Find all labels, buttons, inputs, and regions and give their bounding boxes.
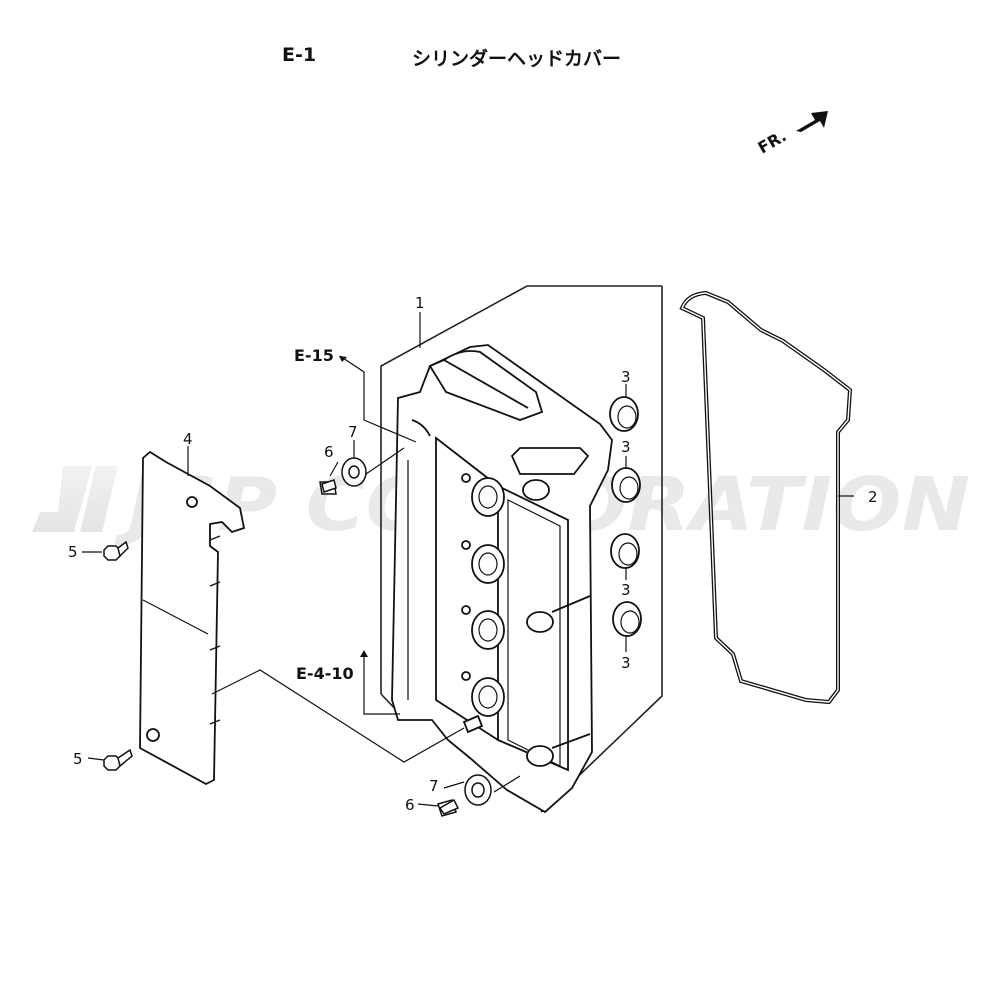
cover-gasket-groove <box>507 499 561 767</box>
front-direction-marker: FR. <box>755 111 828 157</box>
cover-breather-boss <box>510 447 590 475</box>
callout-7: 7 <box>429 777 439 795</box>
side-cover-fold <box>142 599 209 635</box>
callout-7: 7 <box>348 423 358 441</box>
cover-strut <box>551 733 591 749</box>
leader-lines <box>82 312 854 807</box>
bolt-6-upper <box>319 479 337 495</box>
spark-plug-hole <box>471 677 505 717</box>
callout-4: 4 <box>183 430 193 448</box>
front-arrow-icon <box>796 111 828 132</box>
watermark-logo-mark <box>32 466 92 532</box>
bolt-boss <box>461 473 471 483</box>
side-cover <box>139 450 246 786</box>
frame-edge <box>540 286 663 813</box>
bolt-boss <box>461 605 471 615</box>
spark-plug-hole <box>471 544 505 584</box>
callout-2: 2 <box>868 488 878 506</box>
callout-3: 3 <box>621 438 631 456</box>
reference-arrow-icon <box>339 356 347 362</box>
mount-boss <box>526 611 554 633</box>
plug-seal <box>610 533 640 569</box>
side-cover-clips <box>209 535 221 725</box>
callout-3: 3 <box>621 581 631 599</box>
grommet-7-lower <box>464 774 492 806</box>
callout-6: 6 <box>324 443 334 461</box>
dowel-pin <box>462 714 484 734</box>
cover-ridge-line <box>443 359 529 409</box>
callout-numbers: 1 2 3 3 3 3 4 5 5 6 6 7 7 <box>68 294 878 814</box>
mount-boss <box>526 745 554 767</box>
callout-6: 6 <box>405 796 415 814</box>
frame-edge <box>380 285 662 694</box>
callout-5: 5 <box>73 750 83 768</box>
plug-seal <box>612 601 642 637</box>
callout-3: 3 <box>621 368 631 386</box>
watermark-logo-mark <box>80 466 118 532</box>
side-cover-hole <box>146 728 160 742</box>
callout-1: 1 <box>415 294 425 312</box>
bolt-5-upper <box>103 540 129 561</box>
cover-gasket <box>679 290 853 705</box>
side-cover-outline <box>139 450 246 786</box>
spark-plug-hole <box>471 610 505 650</box>
cover-strut <box>551 595 591 613</box>
section-code: E-1 <box>282 44 317 66</box>
reference-arrow-icon <box>360 650 368 657</box>
callout-3: 3 <box>621 654 631 672</box>
reference-e15[interactable]: E-15 <box>294 346 334 365</box>
plug-hole-seals <box>609 396 642 637</box>
bolt-boss <box>461 540 471 550</box>
bolt-6-lower <box>437 798 460 817</box>
side-cover-hole <box>186 496 198 508</box>
plug-seal <box>611 467 641 503</box>
reference-e4-10[interactable]: E-4-10 <box>296 664 354 683</box>
front-marker-label: FR. <box>755 126 790 157</box>
spark-plug-hole <box>471 477 505 517</box>
cover-nose <box>411 419 431 437</box>
mount-boss <box>522 479 550 501</box>
cylinder-head-cover <box>391 344 613 814</box>
plug-seal <box>609 396 639 432</box>
grommet-7-upper <box>341 457 367 487</box>
callout-5: 5 <box>68 543 78 561</box>
bolt-boss <box>461 671 471 681</box>
bolt-5-lower <box>103 748 133 771</box>
diagram-title: シリンダーヘッドカバー <box>412 48 622 70</box>
